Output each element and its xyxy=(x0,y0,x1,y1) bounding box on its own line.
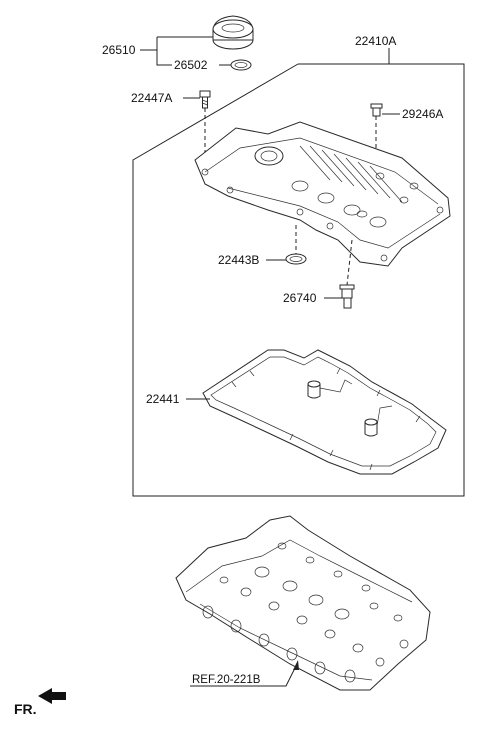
head-cover-gasket xyxy=(202,349,447,475)
spark-plug-seal xyxy=(285,253,307,265)
bracket-26510 xyxy=(156,37,172,66)
pcv-valve xyxy=(339,284,355,309)
label-26510: 26510 xyxy=(102,43,136,57)
label-22447A: 22447A xyxy=(131,91,172,105)
label-22443B: 22443B xyxy=(218,253,259,267)
reference-label: REF.20-221B xyxy=(192,674,261,686)
assembly-frame xyxy=(132,63,465,497)
sensor-stud xyxy=(370,103,383,117)
label-29246A: 29246A xyxy=(402,107,443,121)
leader-ref xyxy=(190,665,297,687)
label-26740: 26740 xyxy=(283,291,317,305)
direction-label: FR. xyxy=(14,701,37,717)
pcv-dash-line xyxy=(346,239,353,286)
cylinder-head-cover xyxy=(194,121,451,267)
cylinder-head xyxy=(175,515,431,691)
label-22441: 22441 xyxy=(146,392,180,406)
label-26502: 26502 xyxy=(174,58,208,72)
filler-cap-gasket xyxy=(230,59,252,71)
oil-filler-cap xyxy=(212,15,254,50)
front-arrow-icon xyxy=(38,688,66,704)
ref-arrowhead xyxy=(293,660,299,670)
label-22410A: 22410A xyxy=(355,34,396,48)
cover-bolt xyxy=(199,90,211,109)
